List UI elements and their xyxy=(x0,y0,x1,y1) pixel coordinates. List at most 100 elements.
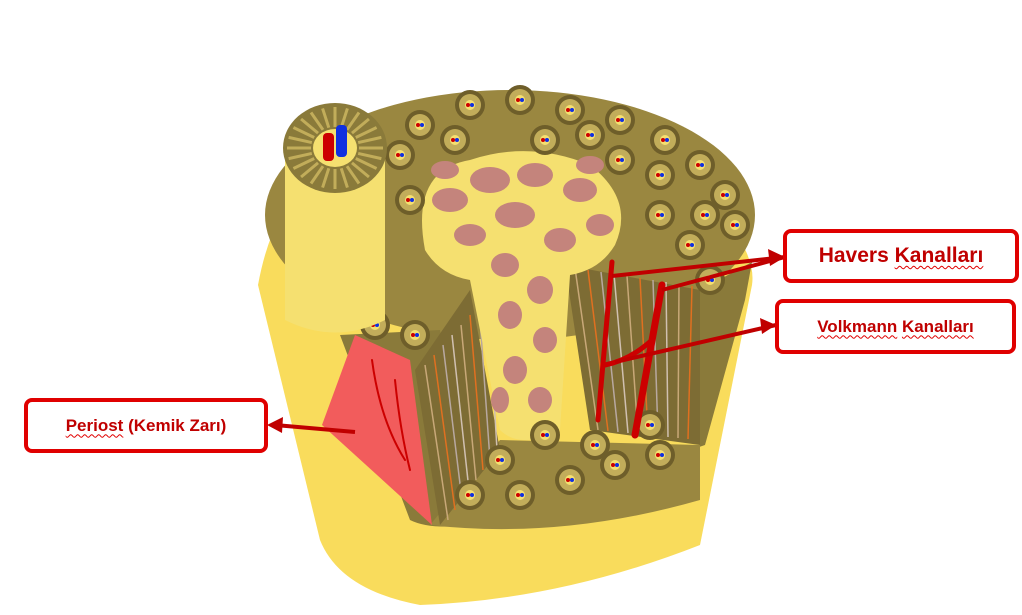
lamella-ray xyxy=(321,107,331,129)
vein-dot xyxy=(570,108,574,112)
vein-dot xyxy=(660,173,664,177)
periosteum-pink-region xyxy=(322,335,432,525)
artery-dot xyxy=(656,453,660,457)
vein-dot xyxy=(665,138,669,142)
lamella-line xyxy=(433,354,456,511)
lamella-line xyxy=(652,279,659,437)
artery-dot xyxy=(541,138,545,142)
lamella-ray xyxy=(339,167,349,189)
vein-dot xyxy=(420,123,424,127)
artery-dot xyxy=(616,118,620,122)
trabecula xyxy=(517,163,553,187)
artery-dot xyxy=(656,213,660,217)
trabecula xyxy=(576,156,604,174)
vein-dot xyxy=(400,153,404,157)
lamella-ray xyxy=(292,157,315,170)
vein-dot xyxy=(650,423,654,427)
trabecula xyxy=(533,327,557,353)
volkmann-canals-label: Volkmann Kanalları xyxy=(775,299,1016,354)
lamellae-wall-left xyxy=(415,290,500,525)
lamella-ray xyxy=(300,117,319,135)
lamella-line xyxy=(442,344,463,501)
lamella-line xyxy=(665,281,669,438)
kanallari-word: Kanalları xyxy=(894,244,984,267)
lamella-line xyxy=(587,269,609,432)
trabecula xyxy=(454,224,486,246)
lamella-ray xyxy=(345,111,361,131)
trabecula xyxy=(495,202,535,228)
artery-dot xyxy=(566,478,570,482)
kemik-zari-words: (Kemik Zarı) xyxy=(128,415,227,435)
lamella-line xyxy=(677,283,680,439)
vein-dot xyxy=(470,493,474,497)
vein-dot xyxy=(520,98,524,102)
artery-dot xyxy=(496,458,500,462)
vein-dot xyxy=(725,193,729,197)
lamella-ray xyxy=(309,165,325,185)
vein-dot xyxy=(415,333,419,337)
vein-dot xyxy=(615,463,619,467)
havers-canal-opening xyxy=(313,129,357,167)
kanallari-word: Kanalları xyxy=(901,316,974,336)
lamella-ray xyxy=(300,161,319,179)
vein-dot xyxy=(620,158,624,162)
artery-vessel xyxy=(323,133,334,161)
lamella-line xyxy=(424,364,449,521)
trabecula xyxy=(544,228,576,252)
lamella-ray xyxy=(351,161,370,179)
spongy-bone-trabeculae xyxy=(431,156,614,413)
artery-dot xyxy=(451,138,455,142)
vein-dot xyxy=(660,453,664,457)
trabecula xyxy=(470,167,510,193)
lamella-line xyxy=(451,334,470,491)
artery-dot xyxy=(686,243,690,247)
vein-dot xyxy=(735,223,739,227)
artery-dot xyxy=(616,158,620,162)
trabecula xyxy=(528,387,552,413)
vein-dot xyxy=(690,243,694,247)
artery-dot xyxy=(731,223,735,227)
lamella-ray xyxy=(288,135,313,145)
lamella-lines xyxy=(424,267,693,521)
trabecula xyxy=(491,253,519,277)
lamella-ray xyxy=(288,151,313,161)
artery-dot xyxy=(661,138,665,142)
artery-dot xyxy=(466,493,470,497)
artery-dot xyxy=(396,153,400,157)
artery-dot xyxy=(721,193,725,197)
lamella-line xyxy=(600,271,619,433)
artery-dot xyxy=(646,423,650,427)
trabecula xyxy=(503,356,527,384)
trabecula xyxy=(563,178,597,202)
artery-dot xyxy=(591,443,595,447)
artery-dot xyxy=(566,108,570,112)
trabecula xyxy=(432,188,468,212)
artery-dot xyxy=(611,463,615,467)
vein-vessel xyxy=(336,125,347,157)
artery-dot xyxy=(541,433,545,437)
havers-canals-text: Havers Kanalları xyxy=(819,244,984,268)
artery-dot xyxy=(586,133,590,137)
vein-dot xyxy=(545,138,549,142)
osteon-cylinder-lamellae xyxy=(287,107,383,189)
vein-dot xyxy=(620,118,624,122)
artery-dot xyxy=(411,333,415,337)
lamella-line xyxy=(460,324,477,481)
trabecula xyxy=(491,387,509,413)
vein-dot xyxy=(545,433,549,437)
vein-dot xyxy=(570,478,574,482)
artery-dot xyxy=(656,173,660,177)
vein-dot xyxy=(660,213,664,217)
trabecula xyxy=(586,214,614,236)
lamella-ray xyxy=(355,157,378,170)
lamella-line xyxy=(574,267,599,431)
volkmann-canals-text: Volkmann Kanalları xyxy=(817,317,974,337)
vein-dot xyxy=(470,103,474,107)
trabecula xyxy=(527,276,553,304)
vein-dot xyxy=(700,163,704,167)
vein-dot xyxy=(520,493,524,497)
havers-word: Havers xyxy=(818,244,889,267)
artery-dot xyxy=(466,103,470,107)
osteon-cylinder-body xyxy=(285,150,385,333)
lamella-ray xyxy=(357,135,382,145)
